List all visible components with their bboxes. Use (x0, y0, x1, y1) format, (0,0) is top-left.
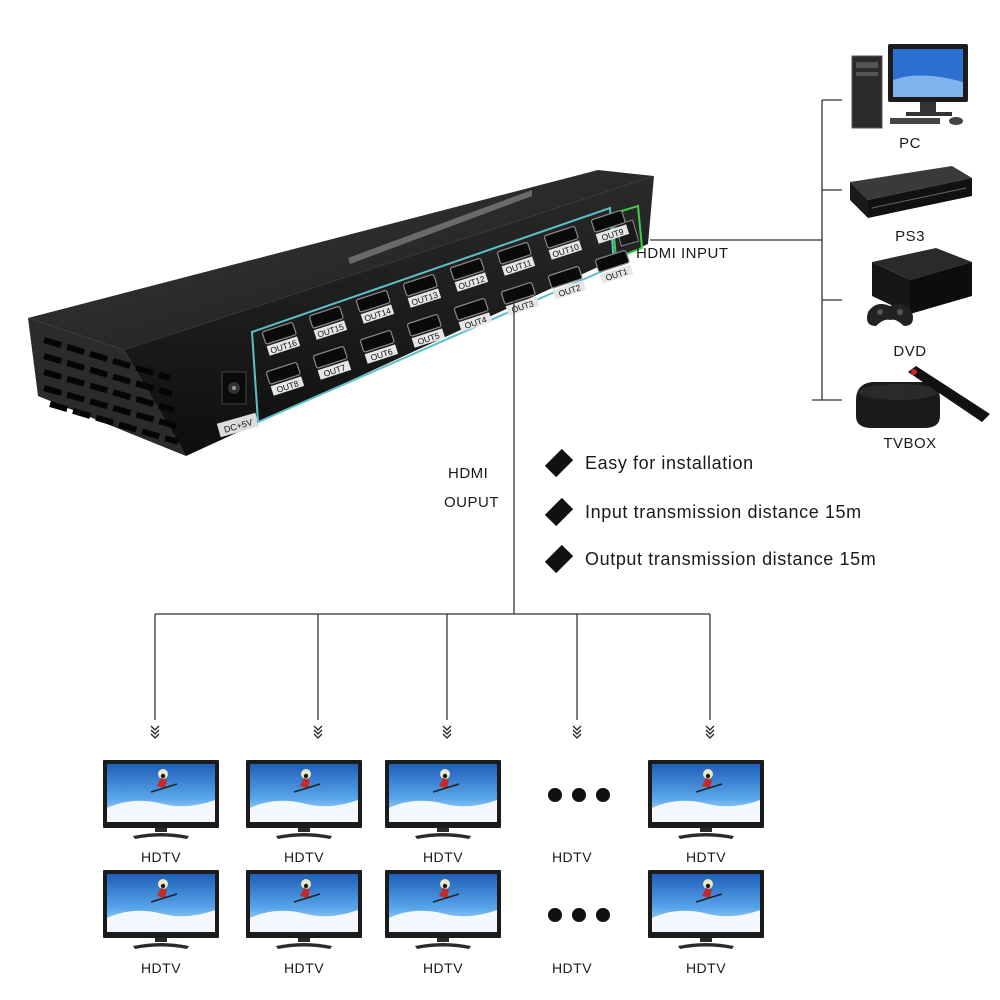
hdmi-port-label-plate (270, 376, 305, 396)
hdmi-port-label-plate (317, 360, 352, 380)
diamond-bullet-icon (544, 448, 574, 478)
hdtv-label: HDTV (422, 960, 464, 976)
hdtv-icon (102, 759, 220, 840)
direction-chevrons (150, 725, 715, 739)
hdmi-port-label-plate (552, 280, 587, 300)
hdmi-port-label-plate (360, 304, 395, 324)
hdmi-port-socket (308, 306, 344, 329)
hdmi-port-socket (402, 274, 438, 297)
source-label-pc: PC (899, 135, 921, 152)
hdtv-icon (647, 759, 765, 840)
hdmi-port-socket (547, 266, 583, 289)
output-ports: OUT16OUT15OUT14OUT13OUT12OUT11OUT10OUT9O… (261, 210, 634, 396)
hdmi-port-label-plate (411, 328, 446, 348)
feature-item: Output transmission distance 15m (544, 544, 877, 574)
feature-item: Input transmission distance 15m (544, 497, 862, 527)
device-side-face (28, 318, 186, 456)
chevron-down-icon (442, 725, 452, 739)
hdmi-port-out9: OUT9 (590, 210, 630, 244)
diamond-bullet-icon (544, 544, 574, 574)
hdmi-port-socket (265, 362, 301, 385)
hdmi-port-socket (355, 290, 391, 313)
hdmi-port-label-plate (266, 336, 301, 356)
source-label-ps3: PS3 (895, 228, 925, 245)
hdmi-port-socket (261, 322, 297, 345)
hdmi-splitter-device: DC+5V OUT16OUT15OUT14OUT13OUT12OUT11OUT1… (28, 170, 654, 456)
hdmi-port-label-plate (501, 256, 536, 276)
hdtv-icon (647, 869, 765, 950)
hdtv-label: HDTV (685, 849, 727, 865)
hdmi-port-socket (590, 210, 626, 233)
hdtv-icon (245, 759, 363, 840)
chevron-down-icon (705, 725, 715, 739)
power-port: DC+5V (216, 371, 260, 438)
diamond-bullet-icon (544, 497, 574, 527)
hdmi-port-out8: OUT8 (265, 362, 305, 396)
chevron-down-icon (313, 725, 323, 739)
hdtv-label: HDTV (140, 960, 182, 976)
hdtv-label: HDTV (551, 849, 593, 865)
hdmi-port-label-plate (313, 320, 348, 340)
hdmi-port-socket (312, 346, 348, 369)
tvbox-icon (856, 366, 990, 428)
hdtv-label: HDTV (422, 849, 464, 865)
feature-item: Easy for installation (544, 448, 754, 478)
hdmi-port-socket (543, 226, 579, 249)
hdtv-icon (384, 869, 502, 950)
dvd-icon (867, 248, 972, 326)
hdmi-port-socket (496, 242, 532, 265)
pc-icon (851, 44, 968, 129)
hdmi-port-socket (449, 258, 485, 281)
hdmi-port-label-plate (458, 312, 493, 332)
hdmi-port-out6: OUT6 (359, 330, 399, 364)
connection-lines (154, 99, 842, 720)
hdmi-port-label-plate (548, 240, 583, 260)
hdmi-port-out7: OUT7 (312, 346, 352, 380)
hdmi-port-out1: OUT1 (594, 250, 634, 284)
hdmi-port-label-plate (364, 344, 399, 364)
hdtv-label: HDTV (551, 960, 593, 976)
chevron-down-icon (572, 725, 582, 739)
feature-text: Easy for installation (585, 452, 754, 473)
hdtv-label: HDTV (283, 960, 325, 976)
hdmi-port-label-plate (407, 288, 442, 308)
feature-text: Input transmission distance 15m (585, 501, 862, 522)
device-brand-plate (348, 190, 532, 264)
hdtv-icon (384, 759, 502, 840)
hdmi-port-socket (359, 330, 395, 353)
feature-text: Output transmission distance 15m (585, 548, 877, 569)
source-label-dvd: DVD (893, 343, 927, 360)
hdmi-port-socket (406, 314, 442, 337)
source-label-tvbox: TVBOX (883, 435, 937, 452)
hdtv-icon (245, 869, 363, 950)
hdmi-port-socket (594, 250, 630, 273)
hdmi-port-label-plate (599, 264, 634, 284)
hdmi-port-socket (453, 298, 489, 321)
input-port-highlight (610, 204, 644, 260)
more-displays-ellipsis (548, 788, 610, 802)
hdtv-label: HDTV (685, 960, 727, 976)
hdtv-label: HDTV (283, 849, 325, 865)
ps3-icon (850, 166, 972, 218)
device-top-face (28, 170, 654, 350)
hdmi-port-label-plate (454, 272, 489, 292)
hdmi-port-label-plate (595, 224, 630, 244)
side-vents (43, 337, 179, 445)
hdtv-label: HDTV (140, 849, 182, 865)
chevron-down-icon (150, 725, 160, 739)
more-displays-ellipsis (548, 908, 610, 922)
hdtv-icon (102, 869, 220, 950)
hdmi-input-label: HDMI INPUT (636, 245, 729, 262)
hdmi-output-label-line1: HDMI (448, 465, 489, 482)
hdmi-output-label-line2: OUPUT (444, 494, 499, 511)
hdmi-port-socket (500, 282, 536, 305)
